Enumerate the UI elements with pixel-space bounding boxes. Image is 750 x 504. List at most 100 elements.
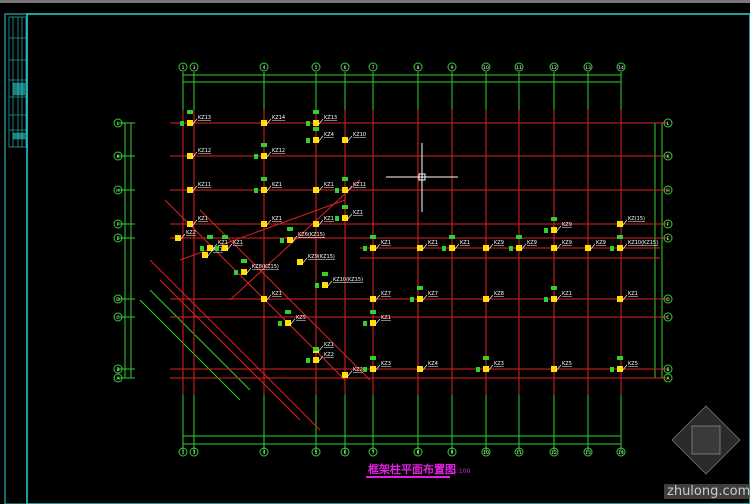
axis-label: 10 <box>483 65 489 71</box>
column: KZ9 <box>544 217 572 233</box>
column-marker <box>516 245 522 251</box>
dimension-tick <box>241 259 247 263</box>
leader-line <box>317 118 324 126</box>
leader-line <box>346 185 353 193</box>
axis-bubble <box>178 447 188 457</box>
axis-label: 4 <box>263 450 266 456</box>
leader-line <box>487 243 494 251</box>
leader-line <box>206 250 213 258</box>
axis-label: 5 <box>315 450 318 456</box>
column-tag: KZ1 <box>381 315 391 321</box>
axis-label: A <box>666 376 670 382</box>
dimension-tick <box>306 138 310 143</box>
axis-bubble <box>447 62 457 72</box>
column: KZ1 <box>544 286 572 302</box>
axis-label: 1 <box>182 65 185 71</box>
dimension-tick <box>234 270 238 275</box>
column-tag: KZ9 <box>562 222 572 228</box>
axis-bubble <box>113 364 123 374</box>
leader-line <box>179 233 186 241</box>
dimension-tick <box>551 217 557 221</box>
dimension-tick <box>306 121 310 126</box>
dimension-tick <box>410 297 414 302</box>
column-tag: KZ1 <box>324 342 334 348</box>
dimension-tick <box>610 367 614 372</box>
column-marker <box>617 296 623 302</box>
dimension-tick <box>363 321 367 326</box>
column-tag: KZ8 <box>494 291 504 297</box>
axis-bubble <box>113 185 123 195</box>
column-marker <box>187 187 193 193</box>
dimension-tick <box>306 358 310 363</box>
column-marker <box>202 252 208 258</box>
axis-label: D <box>116 297 120 303</box>
column-tag: KZ8(KZ15) <box>252 264 279 270</box>
column: KZ13 <box>306 110 337 126</box>
axis-label: B <box>116 367 119 373</box>
axis-bubble <box>514 447 524 457</box>
column-marker <box>342 187 348 193</box>
column-marker <box>483 245 489 251</box>
column-marker <box>370 296 376 302</box>
axis-label: H <box>116 188 119 194</box>
column: KZ(15) <box>617 216 645 227</box>
axis-bubble <box>663 364 673 374</box>
diagonal-axis-line <box>149 289 251 391</box>
axis-bubble <box>311 447 321 457</box>
axis-label: A <box>116 376 120 382</box>
leader-line <box>421 243 428 251</box>
axis-bubble <box>113 219 123 229</box>
column-tag: KZ11 <box>353 182 366 188</box>
leader-line <box>589 243 596 251</box>
diagonal-axis-line <box>139 299 241 401</box>
dimension-tick <box>313 127 319 131</box>
leader-line <box>453 243 460 251</box>
column: KZ5 <box>551 361 572 372</box>
dimension-tick <box>280 238 284 243</box>
axis-bubble <box>113 233 123 243</box>
dimension-tick <box>370 310 376 314</box>
leader-line <box>191 219 198 227</box>
column: KZ9(KZ15) <box>297 254 335 265</box>
column-tag: KZ3 <box>381 361 391 367</box>
column-tag: KZ9 <box>596 240 606 246</box>
column-tag: KZ1 <box>562 291 572 297</box>
dimension-tick <box>363 367 367 372</box>
dimension-tick <box>509 246 513 251</box>
axis-label: L <box>667 121 670 127</box>
dimension-tick <box>200 246 204 251</box>
leader-line <box>317 185 324 193</box>
dimension-tick <box>285 310 291 314</box>
column-tag: KZ12 <box>198 148 211 154</box>
leader-line <box>346 135 353 143</box>
axis-label: 10 <box>483 450 489 456</box>
crosshair-cursor <box>386 143 458 212</box>
axis-label: K <box>117 154 121 160</box>
column-marker <box>342 137 348 143</box>
column-tag: KZ9 <box>494 240 504 246</box>
column: KZ5 <box>278 310 306 326</box>
column-tag: KZ1 <box>218 240 228 246</box>
column-marker <box>617 221 623 227</box>
grid-line-diagonal <box>159 279 301 421</box>
axis-bubble <box>663 219 673 229</box>
column-tag: KZ1 <box>272 291 282 297</box>
column: KZ14 <box>261 115 285 126</box>
dimension-tick <box>342 205 348 209</box>
axis-label: 5 <box>315 65 318 71</box>
column: KZ4 <box>417 361 438 372</box>
axis-bubble <box>481 62 491 72</box>
dimension-tick <box>617 235 623 239</box>
column-marker <box>175 235 181 241</box>
axis-bubble <box>368 447 378 457</box>
axis-bubble <box>663 118 673 128</box>
drawing-scale: 1:100 <box>453 468 470 475</box>
column-tag: KZ7 <box>428 291 438 297</box>
axis-bubble <box>447 447 457 457</box>
column-marker <box>261 153 267 159</box>
